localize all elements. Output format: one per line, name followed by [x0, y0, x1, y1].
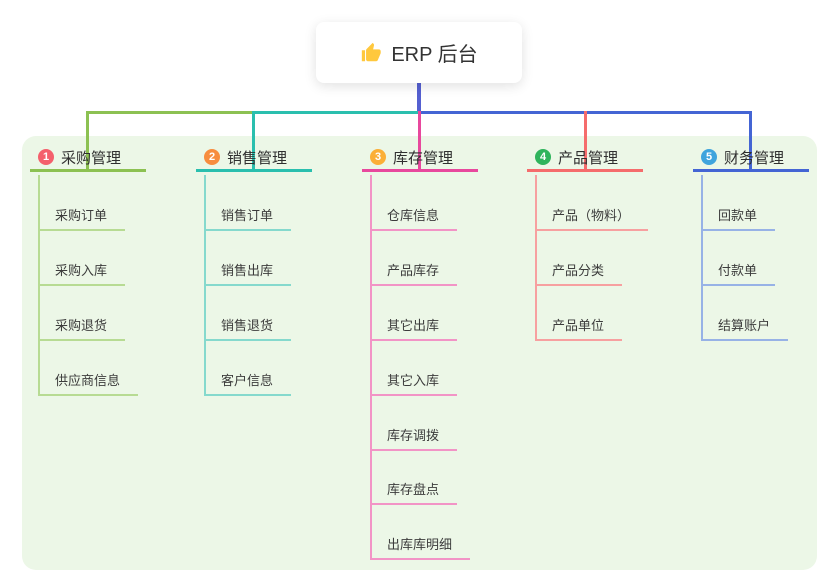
- connector-branch-2-drop: [252, 111, 255, 172]
- branch-4-label: 产品管理: [558, 149, 619, 167]
- child-node[interactable]: 客户信息: [204, 372, 292, 396]
- child-node[interactable]: 产品分类: [535, 262, 623, 286]
- connector-branch-5-drop: [749, 111, 752, 172]
- connector-branch-2-horizontal: [254, 111, 420, 114]
- branch-5-label: 财务管理: [724, 149, 785, 167]
- branch-node-2[interactable]: 2 销售管理: [196, 148, 312, 172]
- child-node[interactable]: 库存调拨: [370, 427, 458, 451]
- child-node[interactable]: 供应商信息: [38, 372, 139, 396]
- connector-branch-1-horizontal: [86, 111, 254, 114]
- branch-node-5[interactable]: 5 财务管理: [693, 148, 809, 172]
- branch-4-badge: 4: [535, 149, 551, 165]
- child-node[interactable]: 产品（物料）: [535, 207, 649, 231]
- connector-branch-4-drop: [584, 111, 587, 172]
- connector-branch-3-drop: [418, 111, 421, 172]
- child-node[interactable]: 销售出库: [204, 262, 292, 286]
- child-node[interactable]: 其它出库: [370, 317, 458, 341]
- child-node[interactable]: 产品库存: [370, 262, 458, 286]
- child-node[interactable]: 采购订单: [38, 207, 126, 231]
- branch-node-3[interactable]: 3 库存管理: [362, 148, 478, 172]
- connector-root-drop: [417, 83, 421, 114]
- branch-3-badge: 3: [370, 149, 386, 165]
- thumbs-up-icon: [362, 42, 382, 61]
- child-node[interactable]: 出库库明细: [370, 536, 471, 560]
- branch-2-badge: 2: [204, 149, 220, 165]
- branch-4-child-line: [535, 175, 537, 341]
- child-node[interactable]: 销售退货: [204, 317, 292, 341]
- branch-1-badge: 1: [38, 149, 54, 165]
- branch-3-child-line: [370, 175, 372, 560]
- branch-node-1[interactable]: 1 采购管理: [30, 148, 146, 172]
- branch-node-4[interactable]: 4 产品管理: [527, 148, 643, 172]
- child-node[interactable]: 采购入库: [38, 262, 126, 286]
- branch-5-badge: 5: [701, 149, 717, 165]
- child-node[interactable]: 付款单: [701, 262, 776, 286]
- branch-5-child-line: [701, 175, 703, 341]
- branches-panel: [22, 136, 817, 570]
- branch-2-label: 销售管理: [227, 149, 288, 167]
- child-node[interactable]: 库存盘点: [370, 481, 458, 505]
- branch-1-label: 采购管理: [61, 149, 122, 167]
- branch-3-label: 库存管理: [393, 149, 454, 167]
- connector-branch-1-drop: [86, 111, 89, 172]
- child-node[interactable]: 采购退货: [38, 317, 126, 341]
- child-node[interactable]: 其它入库: [370, 372, 458, 396]
- child-node[interactable]: 回款单: [701, 207, 776, 231]
- root-title: ERP 后台: [391, 44, 478, 66]
- child-node[interactable]: 结算账户: [701, 317, 789, 341]
- root-node[interactable]: ERP 后台: [316, 22, 522, 83]
- child-node[interactable]: 产品单位: [535, 317, 623, 341]
- child-node[interactable]: 仓库信息: [370, 207, 458, 231]
- child-node[interactable]: 销售订单: [204, 207, 292, 231]
